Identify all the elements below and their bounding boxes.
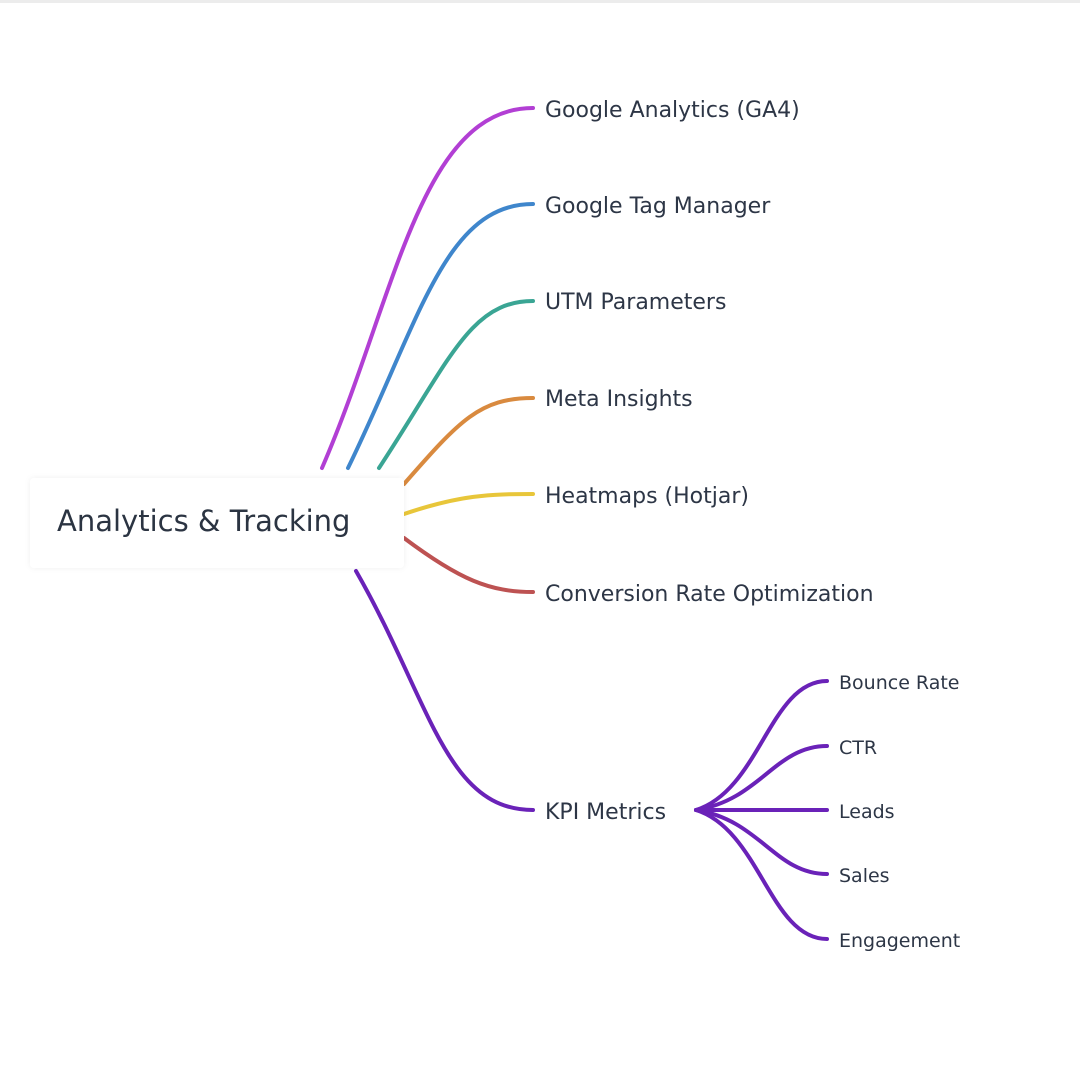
branch-label-google-analytics: Google Analytics (GA4): [545, 98, 800, 123]
leaf-label-bounce-rate: Bounce Rate: [839, 672, 960, 694]
edge-sales: [694, 808, 829, 876]
branch-label-kpi-metrics: KPI Metrics: [545, 800, 666, 825]
leaf-label-leads: Leads: [839, 801, 895, 823]
root-node-label: Analytics & Tracking: [57, 504, 350, 538]
leaf-label-ctr: CTR: [839, 737, 877, 759]
edge-ctr: [694, 744, 829, 812]
branch-label-google-tag-manager: Google Tag Manager: [545, 194, 771, 219]
edge-utm-parameters: [377, 299, 535, 470]
leaf-label-engagement: Engagement: [839, 930, 960, 952]
edge-meta-insights: [402, 396, 535, 486]
branch-label-heatmaps: Heatmaps (Hotjar): [545, 484, 749, 509]
leaf-label-sales: Sales: [839, 865, 890, 887]
root-node-box: [30, 478, 404, 568]
branch-label-meta-insights: Meta Insights: [545, 387, 693, 412]
top-border: [0, 0, 1080, 3]
edge-google-tag-manager: [346, 202, 535, 470]
edge-google-analytics: [320, 106, 535, 470]
edge-conversion-rate-optimization: [402, 536, 535, 594]
edge-kpi-metrics: [354, 569, 535, 812]
branch-label-conversion-rate-optimization: Conversion Rate Optimization: [545, 582, 874, 607]
edge-engagement: [694, 808, 829, 941]
edge-bounce-rate: [694, 679, 829, 812]
branch-label-utm-parameters: UTM Parameters: [545, 290, 726, 315]
mindmap-edges: [320, 106, 829, 941]
edge-heatmaps: [402, 492, 535, 516]
